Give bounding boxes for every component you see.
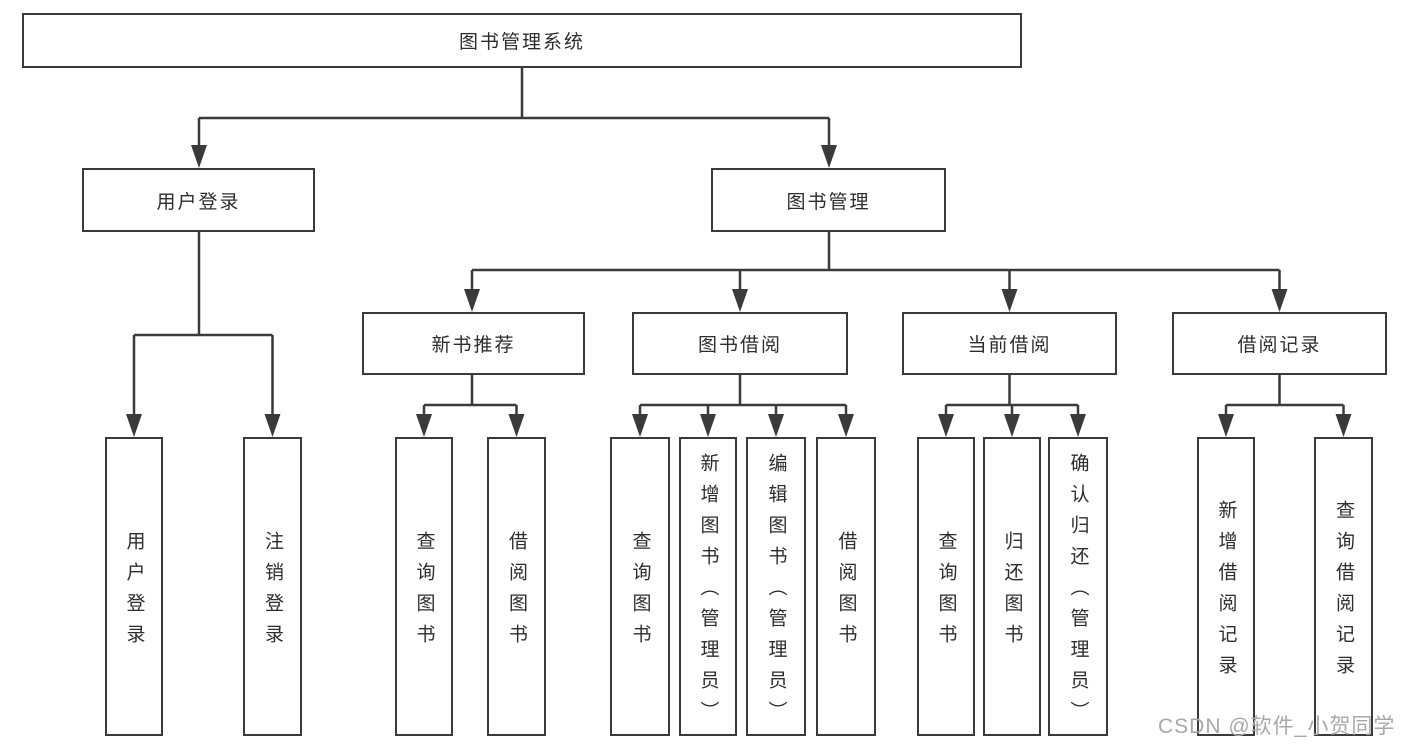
node-book-borrow-label: 图书借阅	[697, 335, 782, 356]
leaf-edit-book-admin-label: 编辑图书（管理员）	[765, 453, 787, 732]
node-library-system-label: 图书管理系统	[458, 32, 585, 53]
node-book-management: 图书管理	[711, 168, 946, 232]
node-borrow-records: 借阅记录	[1172, 312, 1387, 375]
node-current-borrow: 当前借阅	[902, 312, 1117, 375]
leaf-add-book-admin-label: 新增图书（管理员）	[697, 453, 719, 732]
leaf-edit-book-admin: 编辑图书（管理员）	[746, 437, 806, 736]
leaf-borrow-book-recommend: 借阅图书	[487, 437, 546, 736]
leaf-query-book-recommend: 查询图书	[395, 437, 453, 736]
node-borrow-records-label: 借阅记录	[1237, 335, 1322, 356]
node-new-book-recommend-label: 新书推荐	[431, 335, 516, 356]
leaf-logout: 注销登录	[243, 437, 302, 736]
leaf-user-login: 用户登录	[105, 437, 163, 736]
leaf-borrow-book-recommend-label: 借阅图书	[506, 530, 527, 655]
leaf-add-borrow-record-label: 新增借阅记录	[1215, 499, 1237, 686]
node-book-management-label: 图书管理	[786, 191, 871, 213]
node-user-login: 用户登录	[82, 168, 315, 232]
node-library-system: 图书管理系统	[22, 13, 1022, 68]
csdn-watermark: CSDN @软件_小贺同学	[1158, 715, 1396, 738]
node-new-book-recommend: 新书推荐	[362, 312, 585, 375]
node-current-borrow-label: 当前借阅	[967, 335, 1052, 356]
leaf-query-book-borrow: 查询图书	[610, 437, 670, 736]
leaf-query-book-current-label: 查询图书	[935, 530, 957, 655]
leaf-add-borrow-record: 新增借阅记录	[1197, 437, 1255, 736]
leaf-user-login-label: 用户登录	[123, 530, 145, 655]
leaf-confirm-return-admin-label: 确认归还（管理员）	[1067, 453, 1089, 732]
leaf-confirm-return-admin: 确认归还（管理员）	[1048, 437, 1108, 736]
leaf-query-book-recommend-label: 查询图书	[413, 530, 435, 655]
node-user-login-label: 用户登录	[156, 191, 241, 213]
leaf-return-book: 归还图书	[983, 437, 1041, 736]
leaf-return-book-label: 归还图书	[1001, 530, 1023, 655]
leaf-add-book-admin: 新增图书（管理员）	[679, 437, 737, 736]
leaf-logout-label: 注销登录	[262, 530, 283, 655]
leaf-query-borrow-record-label: 查询借阅记录	[1333, 499, 1354, 686]
leaf-query-borrow-record: 查询借阅记录	[1314, 437, 1373, 736]
leaf-borrow-book: 借阅图书	[816, 437, 876, 736]
leaf-query-book-current: 查询图书	[917, 437, 975, 736]
leaf-borrow-book-label: 借阅图书	[835, 530, 857, 655]
node-book-borrow: 图书借阅	[632, 312, 848, 375]
leaf-query-book-borrow-label: 查询图书	[629, 530, 651, 655]
